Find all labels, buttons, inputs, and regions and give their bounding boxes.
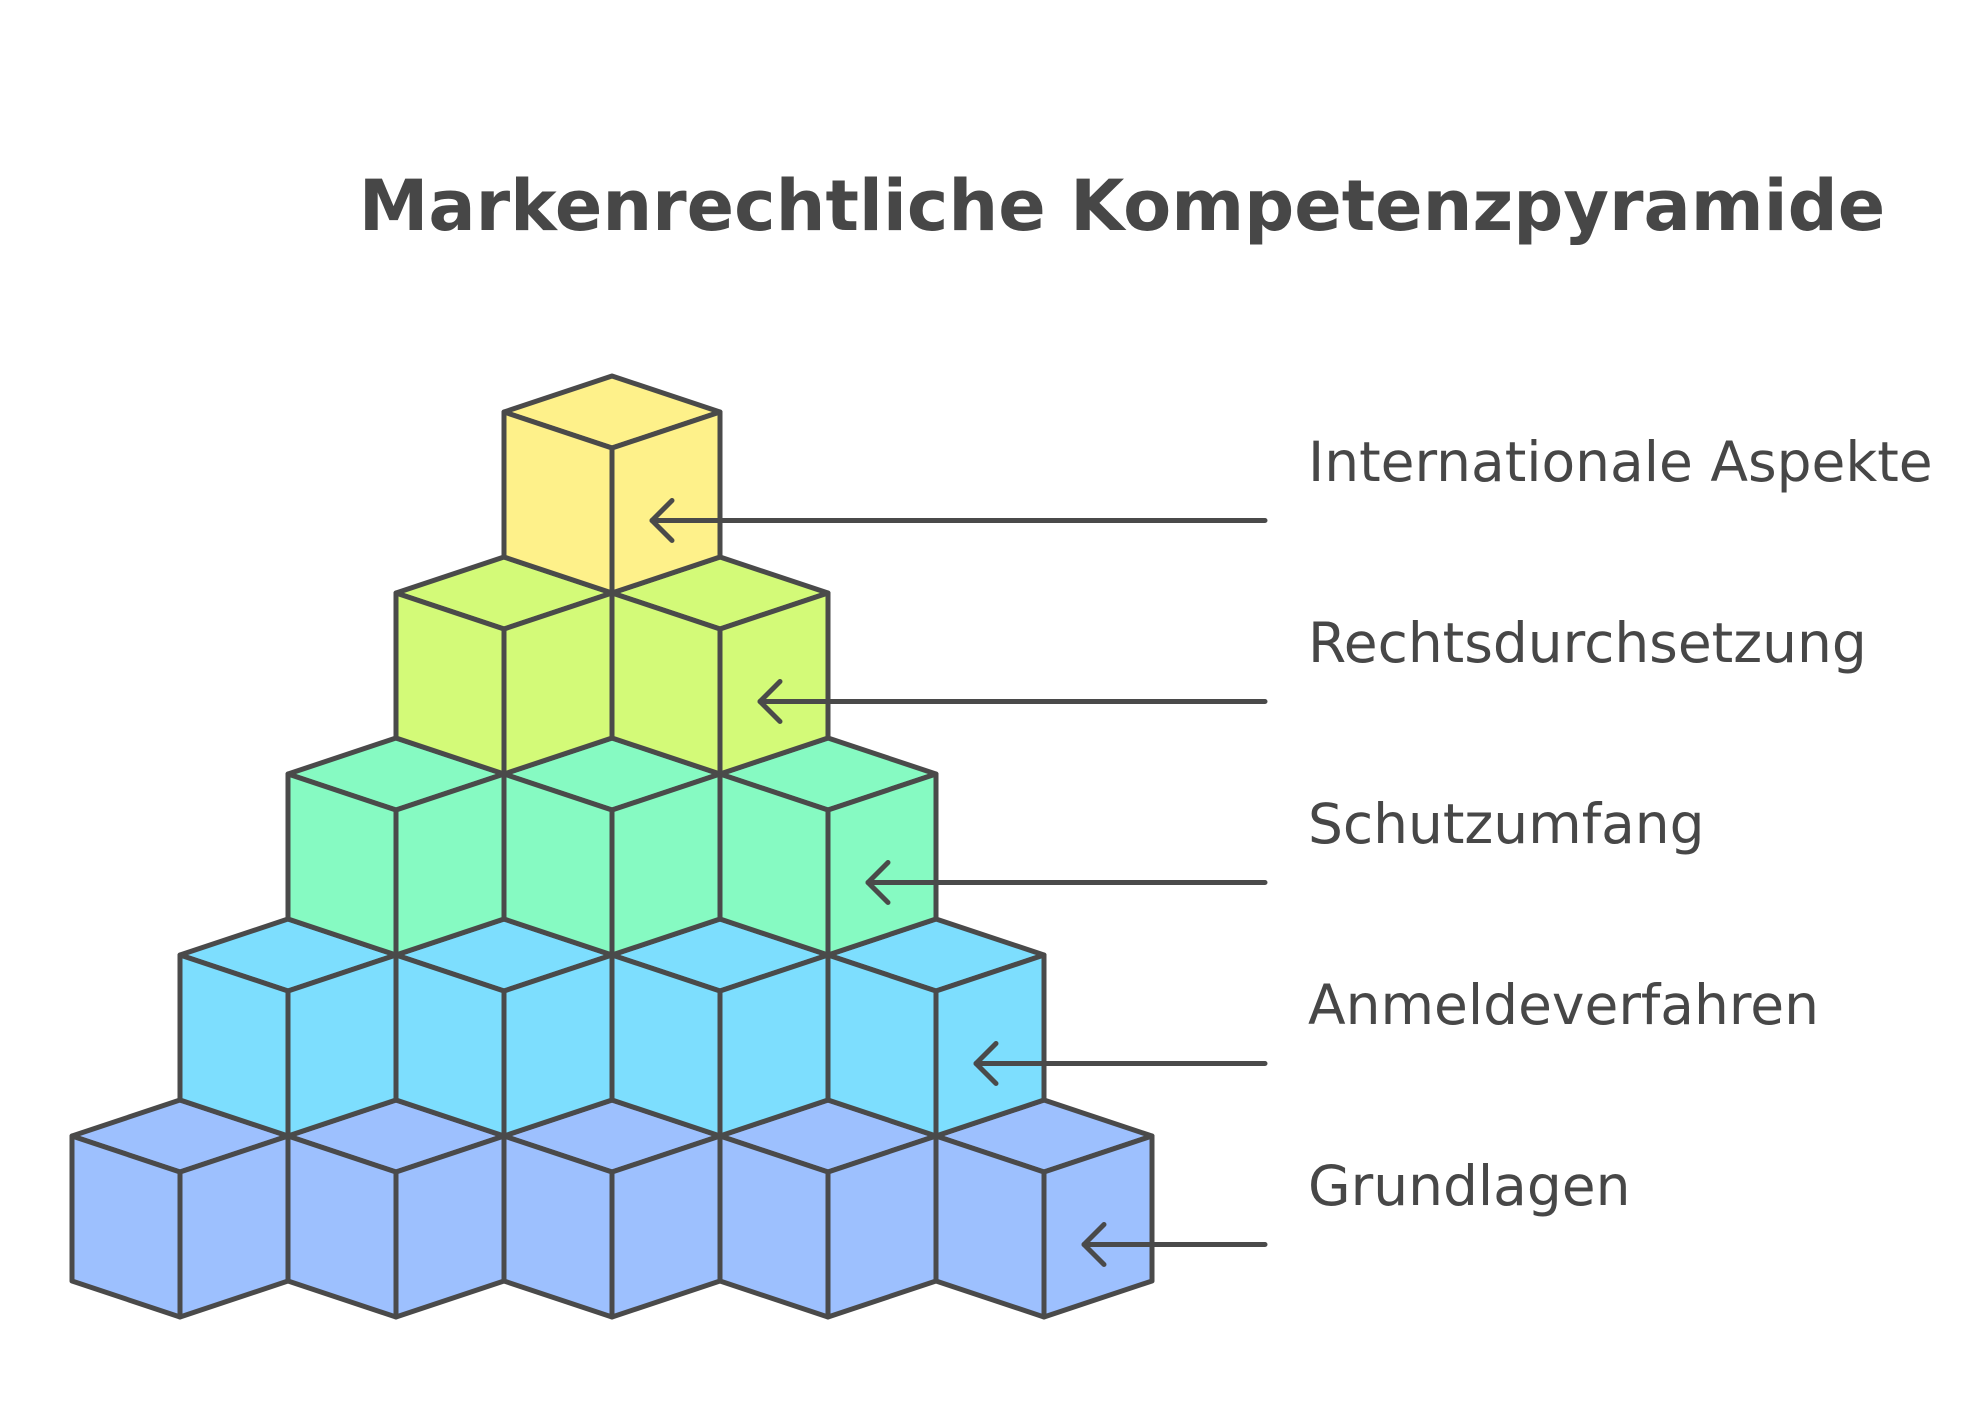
arrow-head — [973, 1041, 999, 1086]
level-arrow — [649, 498, 1268, 543]
cube — [825, 916, 1047, 1139]
cube-right-face — [717, 590, 831, 777]
cube — [69, 1097, 291, 1320]
pyramid-cubes — [69, 373, 1155, 1320]
level-label-internationale-aspekte: Internationale Aspekte — [1308, 430, 1933, 494]
arrow-head — [865, 860, 891, 905]
cube — [501, 1097, 723, 1320]
level-arrow — [865, 860, 1268, 905]
cube — [285, 1097, 507, 1320]
pyramid-row-5 — [501, 373, 723, 596]
cube-right-face — [1041, 1133, 1155, 1320]
cube — [717, 735, 939, 958]
cube — [609, 916, 831, 1139]
level-label-grundlagen: Grundlagen — [1308, 1154, 1630, 1218]
level-labels: Grundlagen Anmeldeverfahren Schutzumfang… — [1308, 430, 1933, 1218]
cube-right-face — [609, 409, 723, 596]
cube — [717, 1097, 939, 1320]
level-arrows — [649, 498, 1268, 1267]
pyramid-row-1 — [69, 1097, 1155, 1320]
level-label-rechtsdurchsetzung: Rechtsdurchsetzung — [1308, 611, 1867, 675]
cube — [177, 916, 399, 1139]
cube — [393, 554, 615, 777]
arrow-head — [757, 679, 783, 724]
cube-right-face — [825, 771, 939, 958]
arrow-head — [1081, 1222, 1107, 1267]
pyramid-row-3 — [285, 735, 939, 958]
cube — [609, 554, 831, 777]
level-label-schutzumfang: Schutzumfang — [1308, 792, 1705, 856]
cube-right-face — [933, 952, 1047, 1139]
level-arrow — [757, 679, 1268, 724]
cube — [933, 1097, 1155, 1320]
cube — [501, 373, 723, 596]
cube — [393, 916, 615, 1139]
cube — [285, 735, 507, 958]
arrow-head — [649, 498, 675, 543]
level-arrow — [973, 1041, 1268, 1086]
diagram-title: Markenrechtliche Kompetenzpyramide — [359, 165, 1886, 247]
level-arrow — [1081, 1222, 1268, 1267]
level-label-anmeldeverfahren: Anmeldeverfahren — [1308, 973, 1819, 1037]
cube — [501, 735, 723, 958]
